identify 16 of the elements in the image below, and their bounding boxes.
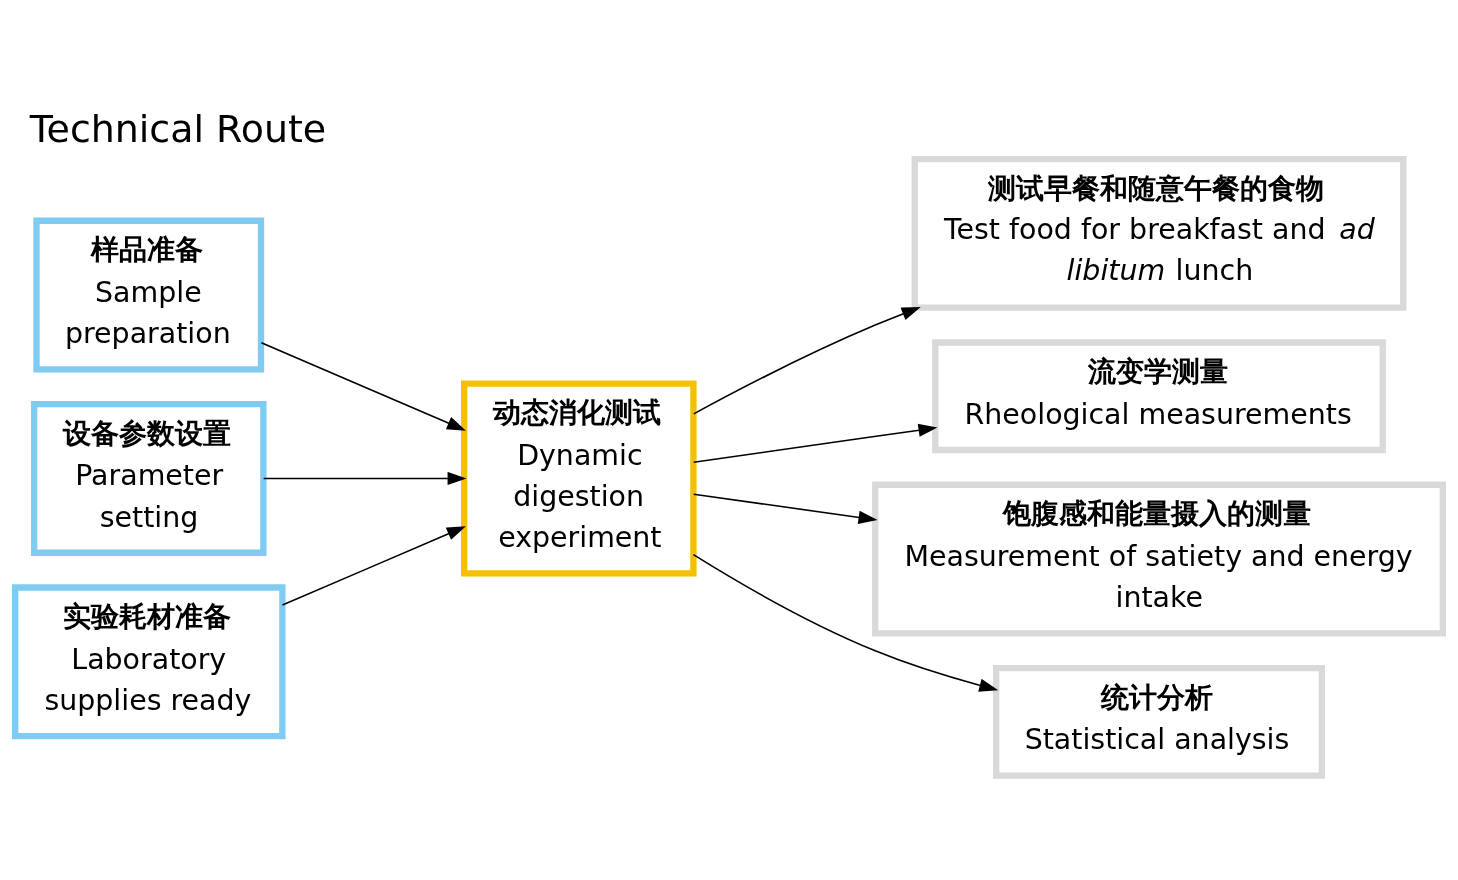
node-box: 设备参数设置 Parameter setting (31, 400, 267, 556)
node-box: 流变学测量 Rheological measurements (932, 338, 1386, 453)
arrow (260, 341, 466, 431)
node-box: 样品准备 Sample preparation (33, 217, 265, 372)
arrow (262, 471, 467, 485)
node-box: 动态消化测试 Dynamic digestion experiment (461, 379, 697, 576)
node-box: 实验耗材准备 Laboratory supplies ready (12, 583, 286, 739)
arrow (693, 306, 921, 415)
arrow (692, 423, 938, 463)
node-box: 统计分析 Statistical analysis (993, 664, 1326, 779)
arrow (692, 553, 999, 692)
diagram-title: Technical Route (29, 106, 327, 151)
node-box: 饱腹感和能量摄入的测量 Measurement of satiety and energy intake (872, 481, 1446, 637)
arrow (281, 525, 466, 606)
arrow (692, 493, 878, 524)
node-box: 测试早餐和随意午餐的食物 Test food for breakfast and ad libitum lunch (911, 155, 1407, 311)
